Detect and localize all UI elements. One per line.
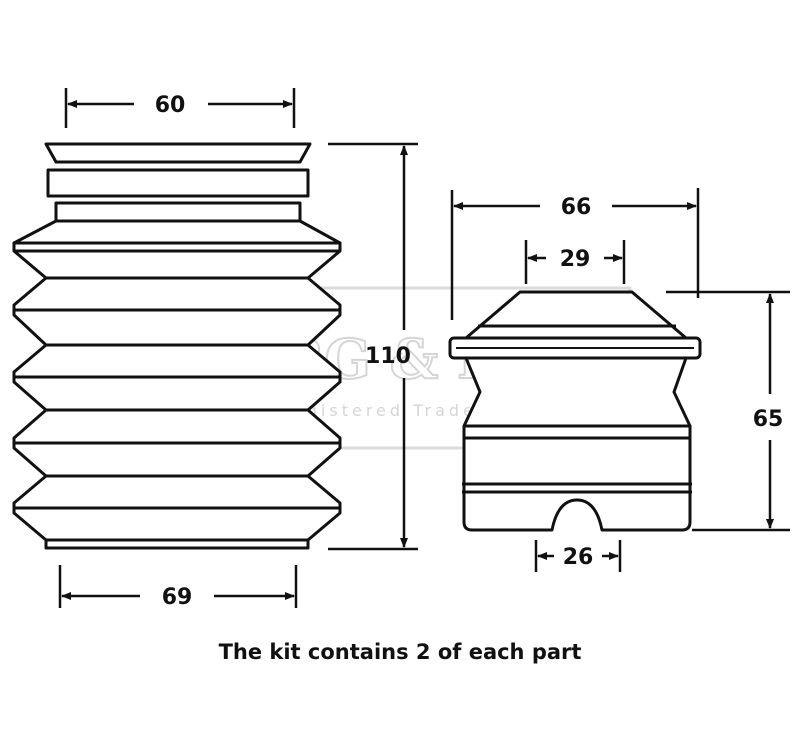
dim-bump-bore-width: [534, 540, 622, 572]
boot-ring-2: [54, 201, 302, 223]
bump-outer-width-label: 66: [561, 195, 592, 220]
boot-bellows: [12, 241, 342, 550]
dim-boot-height: [328, 142, 418, 551]
bump-bore-width-label: 26: [563, 545, 594, 570]
bump-grooves: [462, 436, 692, 494]
dim-boot-bottom-width: [58, 565, 298, 608]
dim-bump-height: [666, 290, 790, 532]
dim-boot-top-width: [64, 88, 296, 128]
dim-bump-outer-width: [450, 188, 700, 320]
boot-top-width-label: 60: [155, 93, 186, 118]
dim-bump-top-width: [524, 240, 626, 284]
bump-top-width-label: 29: [560, 247, 591, 272]
bump-height-label: 65: [753, 407, 784, 432]
boot-fold-lines: [14, 249, 340, 542]
boot-height-label: 110: [365, 344, 411, 369]
boot-bottom-width-label: 69: [162, 585, 193, 610]
bump-stop: [448, 290, 702, 532]
bump-body: [462, 424, 692, 532]
boot-ring-1: [46, 168, 310, 198]
boot-top-cap: [44, 142, 312, 164]
bump-top-dome: [464, 290, 688, 340]
dust-boot: [12, 142, 342, 550]
kit-caption: The kit contains 2 of each part: [218, 640, 582, 664]
boot-shoulder: [12, 219, 342, 245]
bump-waist: [462, 356, 692, 428]
